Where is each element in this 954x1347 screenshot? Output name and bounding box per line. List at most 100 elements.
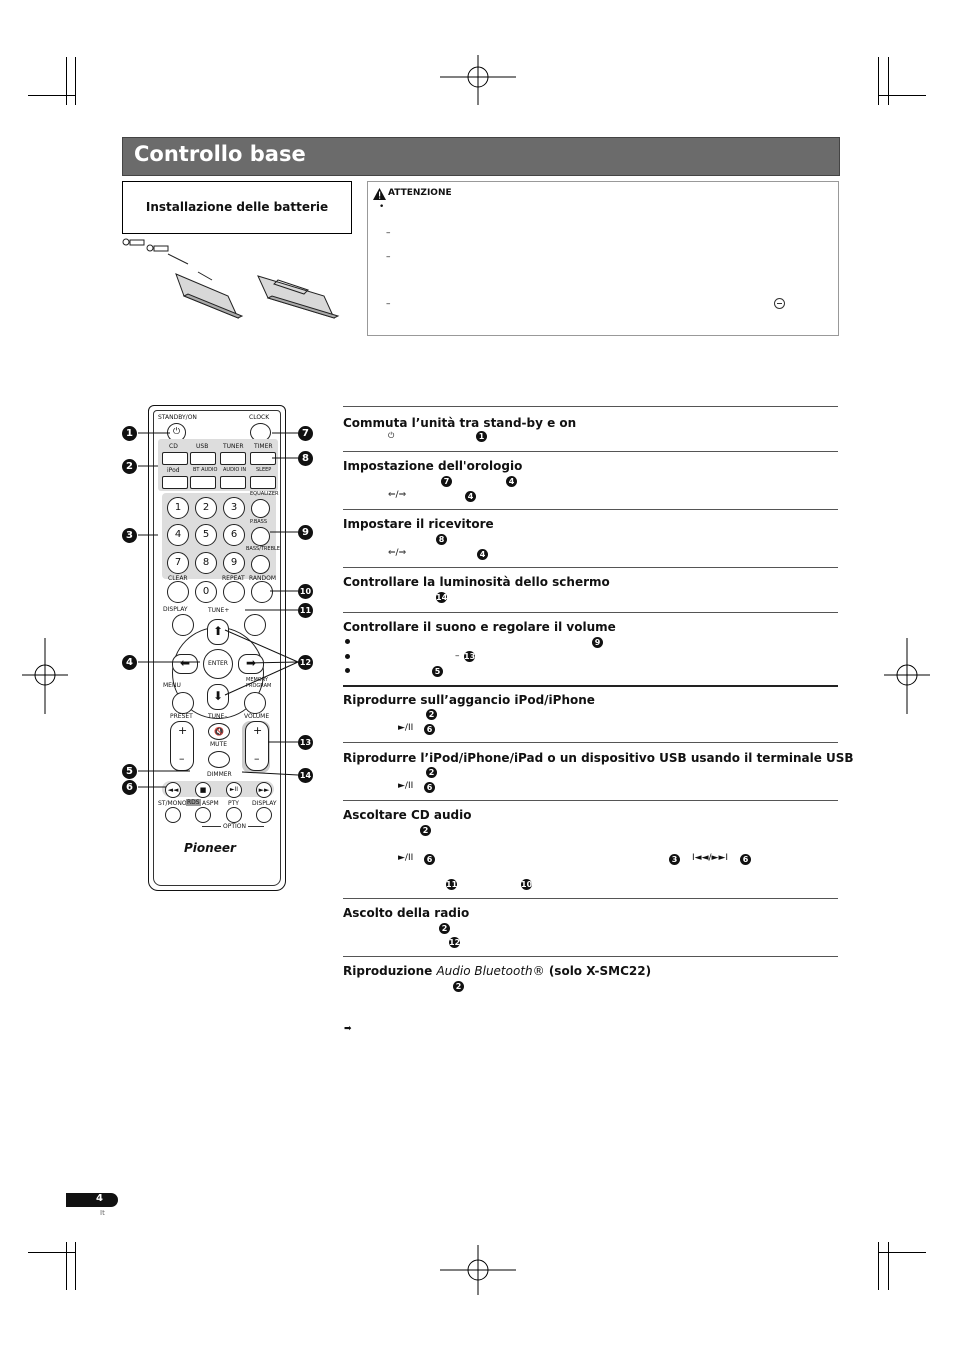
marker: 2 (439, 923, 450, 934)
section-divider (343, 800, 838, 801)
equalizer-button[interactable] (251, 499, 270, 518)
pty-label: PTY (228, 800, 239, 807)
crop-mark (28, 95, 76, 96)
memory-button-top[interactable] (244, 614, 266, 636)
crop-mark (878, 95, 926, 96)
aspm-button[interactable] (195, 807, 211, 823)
caution-bullet: • (379, 202, 385, 212)
callout-7: 7 (298, 426, 313, 441)
callout-1: 1 (122, 426, 137, 441)
ipod-button[interactable] (162, 476, 188, 489)
section-title-bluetooth: Riproduzione Audio Bluetooth® (solo X-SM… (343, 964, 652, 978)
power-icon: ⏻ (388, 431, 395, 440)
marker: 2 (420, 825, 431, 836)
bt-audio-label: BT AUDIO (193, 467, 218, 473)
digit-2-button[interactable]: 2 (195, 497, 217, 519)
rds-display-label: DISPLAY (252, 800, 277, 807)
preset-rocker[interactable]: + – (170, 721, 194, 771)
callout-4: 4 (122, 655, 137, 670)
stop-button[interactable]: ■ (195, 782, 211, 798)
memory-program-button[interactable] (244, 692, 266, 714)
usb-button[interactable] (190, 452, 216, 465)
play-pause-symbol: ►/II (398, 781, 414, 791)
see-reference-arrow-icon: ➡ (344, 1024, 352, 1034)
audio-in-button[interactable] (220, 476, 246, 489)
dimmer-button[interactable] (208, 751, 230, 768)
marker: 1 (476, 431, 487, 442)
marker: 7 (441, 476, 452, 487)
option-label: OPTION (221, 823, 248, 830)
random-button[interactable] (251, 581, 273, 603)
digit-1-button[interactable]: 1 (167, 497, 189, 519)
fast-forward-button[interactable]: ►► (256, 782, 272, 798)
digit-3-button[interactable]: 3 (223, 497, 245, 519)
registration-mark-bottom (440, 1245, 516, 1295)
crop-mark (888, 57, 889, 105)
marker: 8 (436, 534, 447, 545)
pbass-button[interactable] (251, 527, 270, 546)
rds-display-button[interactable] (256, 807, 272, 823)
pty-button[interactable] (226, 807, 242, 823)
marker: 2 (426, 767, 437, 778)
clear-button[interactable] (167, 581, 189, 603)
marker: 6 (740, 854, 751, 865)
language-code: It (100, 1209, 105, 1217)
display-button[interactable] (172, 614, 194, 636)
crop-mark (878, 1252, 926, 1253)
tune-minus-label: TUNE– (208, 713, 228, 720)
bullet (345, 639, 350, 644)
menu-button[interactable] (172, 692, 194, 714)
marker: 6 (424, 724, 435, 735)
marker: 6 (424, 782, 435, 793)
clear-label: CLEAR (168, 575, 188, 582)
rewind-button[interactable]: ◄◄ (165, 782, 181, 798)
sleep-button[interactable] (250, 476, 276, 489)
bass-treble-button[interactable] (251, 555, 270, 574)
usb-label: USB (196, 443, 209, 450)
audio-in-label: AUDIO IN (223, 467, 247, 473)
section-divider (343, 567, 838, 568)
tuner-button[interactable] (220, 452, 246, 465)
digit-8-button[interactable]: 8 (195, 552, 217, 574)
enter-button[interactable]: ENTER (203, 649, 233, 679)
caution-dash: – (386, 228, 391, 238)
section-divider (343, 742, 838, 743)
marker: 4 (506, 476, 517, 487)
crop-mark (66, 1242, 67, 1290)
mute-button[interactable]: 🔇 (208, 723, 230, 740)
digit-6-button[interactable]: 6 (223, 524, 245, 546)
callout-9: 9 (298, 525, 313, 540)
digit-5-button[interactable]: 5 (195, 524, 217, 546)
up-arrow-button[interactable]: ⬆ (207, 619, 229, 645)
volume-rocker[interactable]: + – (245, 721, 269, 771)
callout-2: 2 (122, 459, 137, 474)
battery-illustration (122, 238, 340, 319)
marker: 6 (424, 854, 435, 865)
remote-buttons: STANDBY/ON CLOCK ⏻ CD USB TUNER TIMER iP… (148, 405, 284, 889)
cd-button[interactable] (162, 452, 188, 465)
st-mono-button[interactable] (165, 807, 181, 823)
digit-0-button[interactable]: 0 (195, 581, 217, 603)
digit-4-button[interactable]: 4 (167, 524, 189, 546)
callout-3: 3 (122, 528, 137, 543)
caution-box: ATTENZIONE • – – – (367, 181, 839, 336)
play-pause-button[interactable]: ►II (226, 782, 242, 798)
bt-audio-button[interactable] (190, 476, 216, 489)
callout-10: 10 (298, 584, 313, 599)
crop-mark (75, 57, 76, 105)
section-divider (343, 406, 838, 407)
left-arrow-button[interactable]: ⬅ (172, 654, 198, 674)
section-divider (343, 612, 838, 613)
section-title-cd: Ascoltare CD audio (343, 808, 472, 822)
marker: 10 (521, 879, 533, 890)
digit-7-button[interactable]: 7 (167, 552, 189, 574)
section-divider (343, 451, 838, 452)
equalizer-label: EQUALIZER (250, 491, 279, 497)
down-arrow-button[interactable]: ⬇ (207, 684, 229, 710)
callout-6: 6 (122, 780, 137, 795)
section-title-radio: Ascolto della radio (343, 906, 470, 920)
callout-leader-lines (138, 432, 299, 788)
bullet (345, 668, 350, 673)
digit-9-button[interactable]: 9 (223, 552, 245, 574)
repeat-button[interactable] (223, 581, 245, 603)
